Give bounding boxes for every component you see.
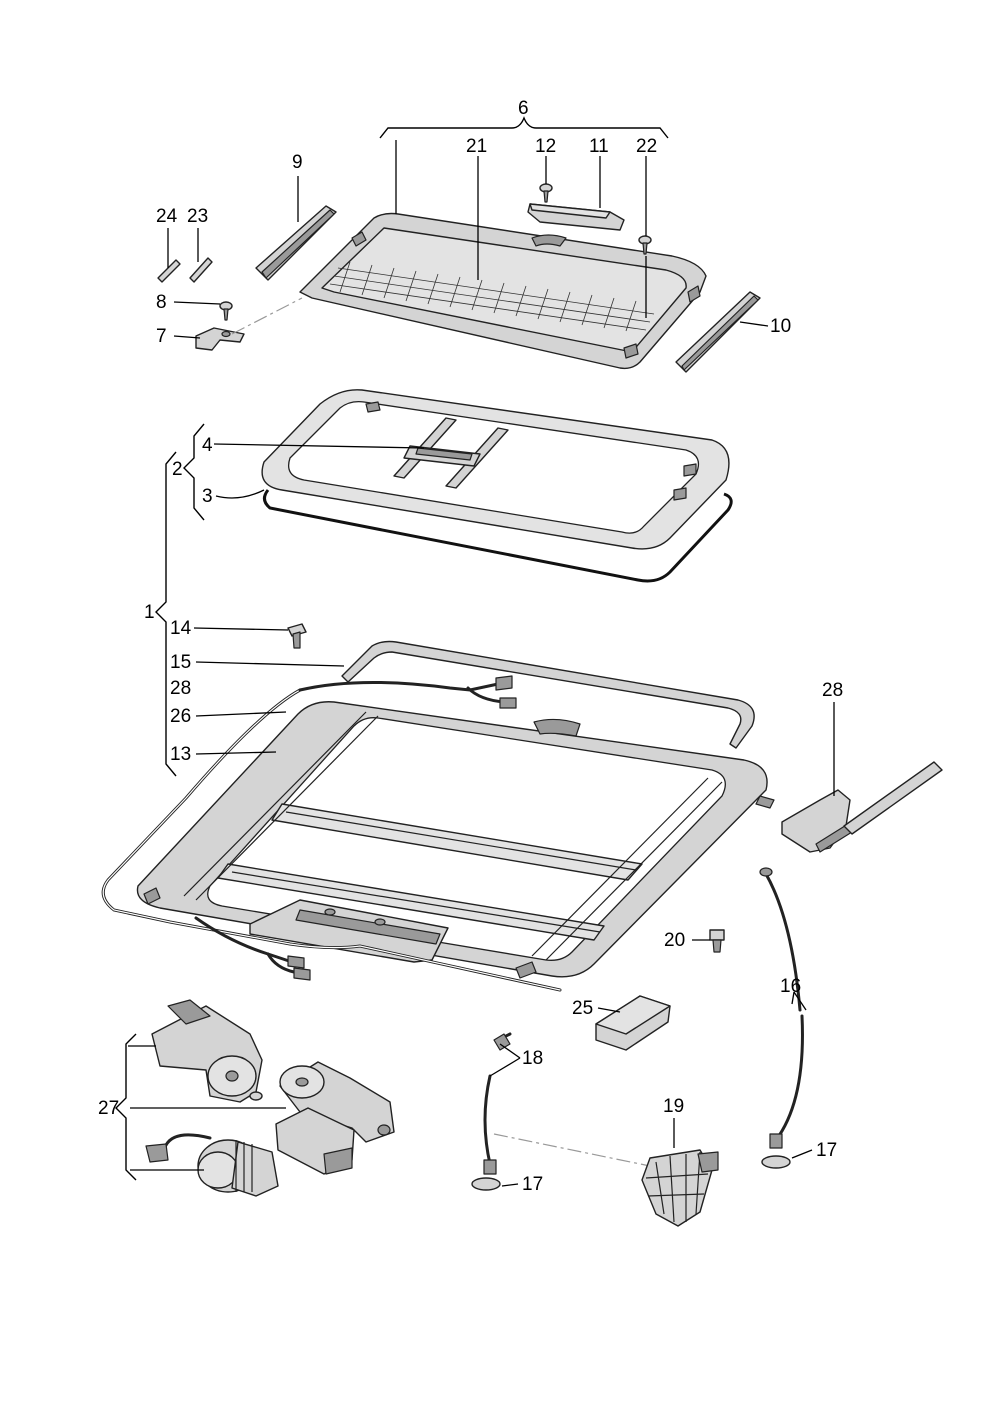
part-18-drain-hose: [483, 1032, 512, 1175]
label-17-right: 17: [816, 1140, 837, 1161]
label-4: 4: [202, 435, 213, 456]
part-22-screw: [638, 235, 652, 255]
part-28-cable-harness: [194, 675, 517, 981]
label-12: 12: [535, 136, 556, 157]
label-24: 24: [156, 206, 178, 227]
part-25-foam-pad: [595, 995, 671, 1051]
label-8: 8: [156, 292, 167, 313]
leader-lines: [115, 116, 835, 1187]
part-16-drain-hose: [759, 867, 804, 1149]
label-18: 18: [522, 1048, 543, 1069]
part-12-screw: [539, 183, 553, 203]
part-13-sunroof-frame: [136, 701, 775, 979]
label-10: 10: [770, 316, 791, 337]
label-17-left: 17: [522, 1174, 543, 1195]
label-13: 13: [170, 744, 191, 765]
part-3-seal: [263, 489, 733, 583]
part-14-bolt: [287, 623, 307, 649]
label-6: 6: [518, 98, 529, 119]
part-27-motor-upper: [151, 999, 263, 1103]
part-28-bracket: [781, 761, 943, 853]
label-28-right: 28: [822, 680, 843, 701]
label-20: 20: [664, 930, 685, 951]
label-9: 9: [292, 152, 303, 173]
label-23: 23: [187, 206, 208, 227]
part-27-motor-middle: [275, 1061, 395, 1175]
label-19: 19: [663, 1096, 684, 1117]
label-7: 7: [156, 326, 167, 347]
part-23-pin: [189, 257, 213, 283]
part-17-valve-right: [761, 1155, 791, 1169]
part-7-alignment-line: [231, 297, 303, 335]
part-27-motor-lower: [145, 1133, 279, 1197]
label-2: 2: [172, 459, 183, 480]
label-14: 14: [170, 618, 192, 639]
part-15-wind-deflector: [341, 640, 755, 749]
sunshade-panel: [299, 212, 707, 370]
part-9-guide-rail: [255, 205, 337, 281]
part-17-valve-left: [471, 1177, 501, 1191]
part-11-handle: [527, 203, 625, 231]
label-16: 16: [780, 976, 801, 997]
label-22: 22: [636, 136, 657, 157]
part-labels: 6 21 12 11 22 9 24 23 8 7 10 4 2 3 1 14 …: [98, 98, 843, 1195]
part-18-alignment-line: [493, 1133, 651, 1167]
label-15: 15: [170, 652, 191, 673]
label-11: 11: [589, 136, 609, 157]
label-26: 26: [170, 706, 191, 727]
label-1: 1: [144, 602, 155, 623]
part-24-pin: [157, 259, 181, 283]
part-26-drain-hose: [101, 688, 562, 992]
label-21: 21: [466, 136, 487, 157]
part-20-bolt: [709, 929, 725, 953]
part-19-grommet: [641, 1149, 719, 1227]
label-28-left: 28: [170, 678, 191, 699]
label-3: 3: [202, 486, 213, 507]
part-10-guide-rail: [675, 291, 761, 373]
label-27: 27: [98, 1098, 119, 1119]
glass-panel-assembly: [261, 389, 730, 550]
part-8-screw: [219, 301, 233, 321]
label-25: 25: [572, 998, 593, 1019]
